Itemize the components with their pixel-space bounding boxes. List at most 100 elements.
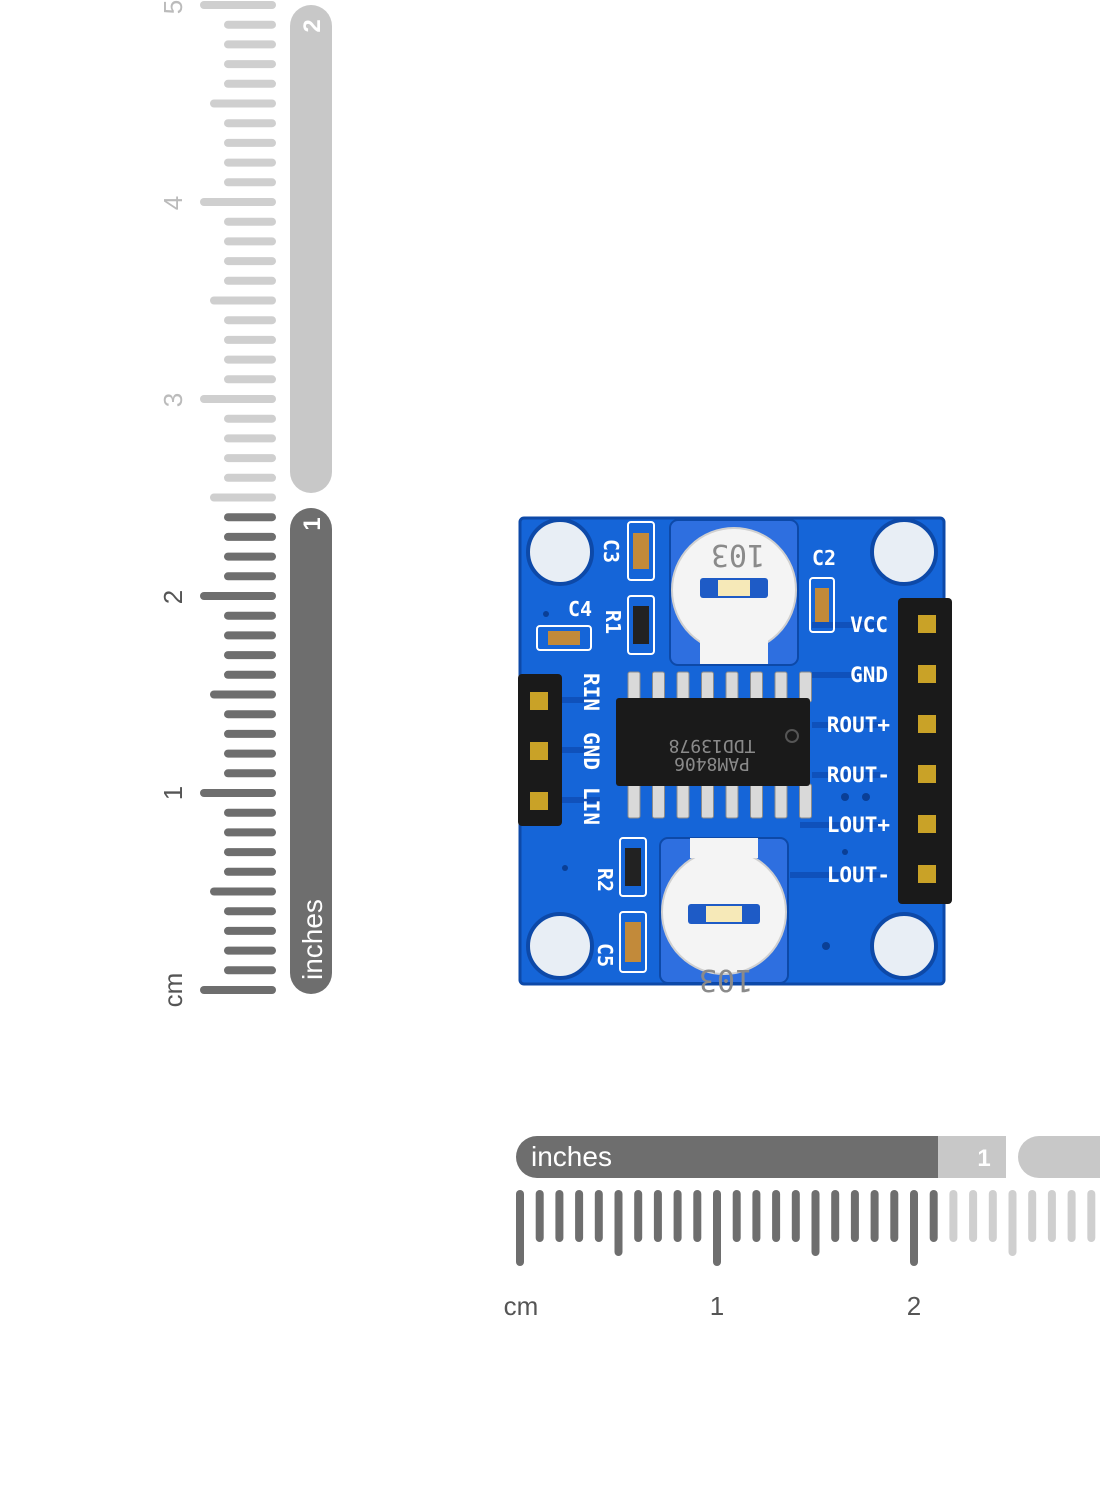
mounting-hole <box>526 912 594 980</box>
ruler-tick <box>224 867 276 876</box>
ruler-tick <box>811 1190 820 1256</box>
ruler-tick <box>870 1190 879 1242</box>
ruler-tick <box>210 690 276 699</box>
ruler-tick <box>210 296 276 305</box>
ruler-tick <box>224 907 276 916</box>
ruler-tick <box>910 1190 918 1266</box>
horizontal-cm-ticks <box>516 1190 1096 1266</box>
potentiometer-bottom: 103 <box>659 837 789 997</box>
ic-pin <box>725 671 739 703</box>
ruler-tick <box>224 572 276 581</box>
ruler-tick <box>224 710 276 719</box>
ruler-tick <box>224 454 276 463</box>
ic-marking-line1: TDD13978 <box>669 735 756 756</box>
ruler-tick <box>224 532 276 541</box>
ruler-tick <box>693 1190 702 1242</box>
ruler-tick <box>988 1190 997 1242</box>
horizontal-cm-label-1: 1 <box>710 1291 724 1321</box>
ic-pin <box>799 783 812 819</box>
ruler-tick <box>594 1190 603 1242</box>
ruler-tick <box>224 217 276 226</box>
amplifier-board: 103 103 TDD13978 PAM8406 <box>518 516 952 997</box>
ruler-tick <box>535 1190 544 1242</box>
horizontal-inch-bar-end-cap <box>977 1136 1006 1178</box>
ruler-tick <box>200 789 276 797</box>
mounting-hole <box>870 912 938 980</box>
vertical-cm-label-4: 4 <box>158 196 188 210</box>
ruler-tick <box>224 119 276 128</box>
ruler-tick <box>224 355 276 364</box>
vertical-inch-number-1: 1 <box>299 517 326 530</box>
ruler-tick <box>210 493 276 502</box>
ruler-tick <box>772 1190 781 1242</box>
ruler-tick <box>224 237 276 246</box>
ruler-tick <box>224 434 276 443</box>
ruler-tick <box>224 473 276 482</box>
ruler-tick <box>200 592 276 600</box>
label-r1: R1 <box>601 610 625 634</box>
ruler-tick <box>224 808 276 817</box>
ruler-tick <box>200 986 276 994</box>
mounting-hole <box>526 518 594 586</box>
horizontal-ruler: inches 1 cm 1 2 <box>504 1136 1100 1321</box>
ic-pin <box>627 783 641 819</box>
ruler-tick <box>224 414 276 423</box>
ruler-tick <box>969 1190 978 1242</box>
ruler-tick <box>224 513 276 522</box>
amplifier-ic: TDD13978 PAM8406 <box>616 671 812 819</box>
ruler-tick <box>1008 1190 1017 1256</box>
label-r2: R2 <box>593 868 617 892</box>
ruler-tick <box>653 1190 662 1242</box>
ic-pin <box>725 783 739 819</box>
ruler-tick <box>1087 1190 1096 1242</box>
right-pin-label-rout-minus: ROUT- <box>827 763 890 787</box>
ruler-tick <box>224 316 276 325</box>
ruler-tick <box>224 40 276 49</box>
vertical-cm-unit-label: cm <box>158 973 188 1008</box>
right-pin-label-lout-minus: LOUT- <box>827 863 890 887</box>
ruler-tick <box>224 848 276 857</box>
potentiometer-bottom-label: 103 <box>699 962 753 997</box>
vertical-cm-ticks <box>200 1 276 994</box>
label-c4: C4 <box>568 597 592 621</box>
right-pin-label-vcc: VCC <box>850 613 888 637</box>
ruler-tick <box>575 1190 584 1242</box>
ic-pin <box>750 783 763 819</box>
right-pin-label-lout-plus: LOUT+ <box>827 813 890 837</box>
right-pin-header <box>898 598 952 904</box>
right-pin-label-rout-plus: ROUT+ <box>827 713 890 737</box>
ic-pin <box>774 783 788 819</box>
horizontal-inch-number-1: 1 <box>977 1145 990 1172</box>
ruler-tick <box>713 1190 721 1266</box>
ruler-tick <box>224 79 276 88</box>
ruler-tick <box>224 335 276 344</box>
ruler-tick <box>890 1190 899 1242</box>
horizontal-inch-label: inches <box>531 1141 612 1172</box>
mounting-holes <box>526 518 938 980</box>
left-pin-label-lin: LIN <box>579 787 603 825</box>
label-c2: C2 <box>812 546 836 570</box>
vertical-cm-label-2: 2 <box>158 590 188 604</box>
ruler-tick <box>224 926 276 935</box>
potentiometer-top: 103 <box>669 519 799 666</box>
ruler-tick <box>929 1190 938 1242</box>
mounting-hole <box>870 518 938 586</box>
ruler-tick <box>224 138 276 147</box>
ruler-tick <box>224 257 276 266</box>
ruler-tick <box>224 611 276 620</box>
ruler-tick <box>224 966 276 975</box>
ruler-tick <box>210 887 276 896</box>
ic-pin <box>799 671 812 703</box>
ic-pin <box>701 671 714 703</box>
ruler-tick <box>224 60 276 69</box>
ic-pin <box>676 783 690 819</box>
ruler-tick <box>614 1190 623 1256</box>
ruler-tick <box>224 631 276 640</box>
vertical-cm-label-1: 1 <box>158 786 188 800</box>
ruler-tick <box>224 375 276 384</box>
pcb-vias <box>543 611 870 950</box>
ruler-tick <box>634 1190 643 1242</box>
ruler-tick <box>732 1190 741 1242</box>
ruler-tick <box>752 1190 761 1242</box>
